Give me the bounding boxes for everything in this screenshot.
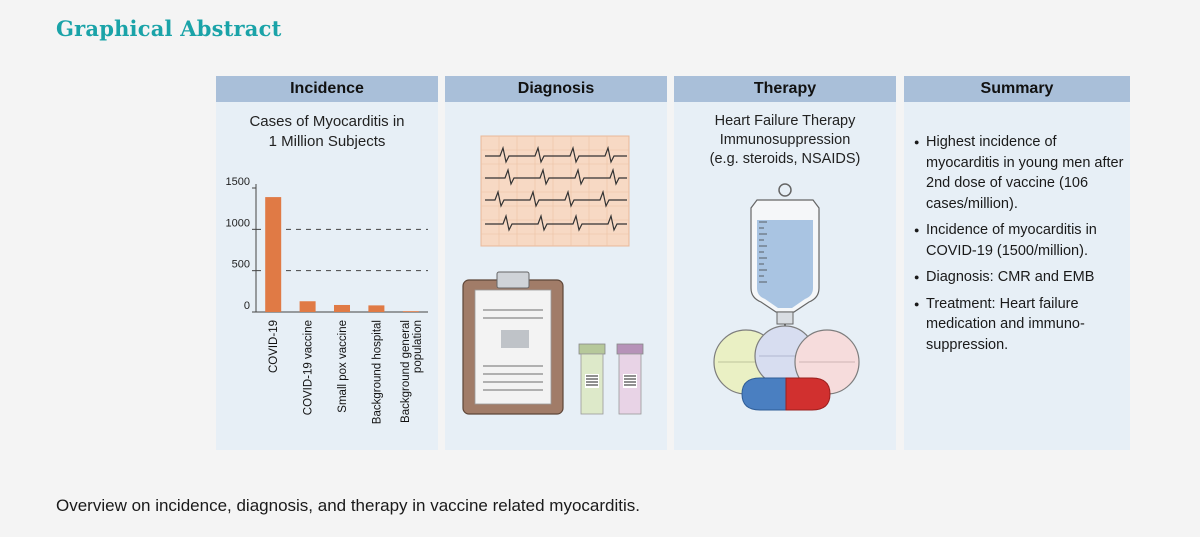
diagnosis-header: Diagnosis (445, 76, 667, 102)
bar (299, 301, 316, 312)
blood-sample-tube-green-icon (578, 343, 606, 415)
summary-list: Highest incidence of myocarditis in youn… (914, 132, 1126, 361)
bar (334, 304, 350, 312)
y-tick-label: 1500 (226, 176, 250, 188)
bar (402, 311, 419, 312)
summary-item: Treatment: Heart failure medication and … (914, 294, 1126, 356)
x-category-label: Background general (400, 320, 412, 423)
therapy-header: Therapy (674, 76, 896, 102)
summary-item: Diagnosis: CMR and EMB (914, 267, 1126, 288)
therapy-description: Heart Failure Therapy Immunosuppression … (674, 112, 896, 169)
summary-panel: Summary Highest incidence of myocarditis… (904, 76, 1130, 450)
bar (368, 305, 385, 312)
ecg-icon (480, 135, 630, 247)
y-tick-label: 0 (244, 300, 250, 312)
y-tick-label: 500 (232, 259, 250, 271)
bar (265, 197, 282, 312)
incidence-header: Incidence (216, 76, 438, 102)
incidence-panel: Incidence Cases of Myocarditis in 1 Mill… (216, 76, 438, 450)
summary-item: Incidence of myocarditis in COVID-19 (15… (914, 220, 1126, 261)
blood-sample-tube-purple-icon (616, 343, 644, 415)
summary-header: Summary (904, 76, 1130, 102)
iv-bag-icon (750, 183, 820, 336)
summary-item: Highest incidence of myocarditis in youn… (914, 132, 1126, 214)
chart-title-line1: Cases of Myocarditis in (249, 113, 405, 130)
therapy-panel: Therapy Heart Failure Therapy Immunosupp… (674, 76, 896, 450)
therapy-line-heart-failure: Heart Failure Therapy (714, 113, 856, 129)
therapy-line-examples: (e.g. steroids, NSAIDS) (709, 151, 861, 167)
x-category-label: Small pox vaccine (337, 320, 349, 413)
y-tick-label: 1000 (226, 217, 250, 229)
diagnosis-illustration (462, 135, 644, 415)
x-category-label: COVID-19 vaccine (303, 320, 315, 415)
chart-title-line2: 1 Million Subjects (268, 133, 386, 150)
clipboard-icon (462, 271, 564, 415)
figure-caption: Overview on incidence, diagnosis, and th… (56, 496, 640, 515)
chart-title: Cases of Myocarditis in 1 Million Subjec… (216, 112, 438, 152)
x-category-label: Background hospital (371, 320, 383, 424)
pills-icon (713, 325, 860, 411)
x-category-label: COVID-19 (268, 320, 280, 373)
therapy-illustration (713, 183, 860, 411)
x-category-label: population (412, 320, 424, 373)
diagnosis-panel: Diagnosis (445, 76, 667, 450)
graphical-abstract-heading: Graphical Abstract (56, 16, 282, 41)
therapy-line-immunosuppression: Immunosuppression (719, 132, 851, 148)
